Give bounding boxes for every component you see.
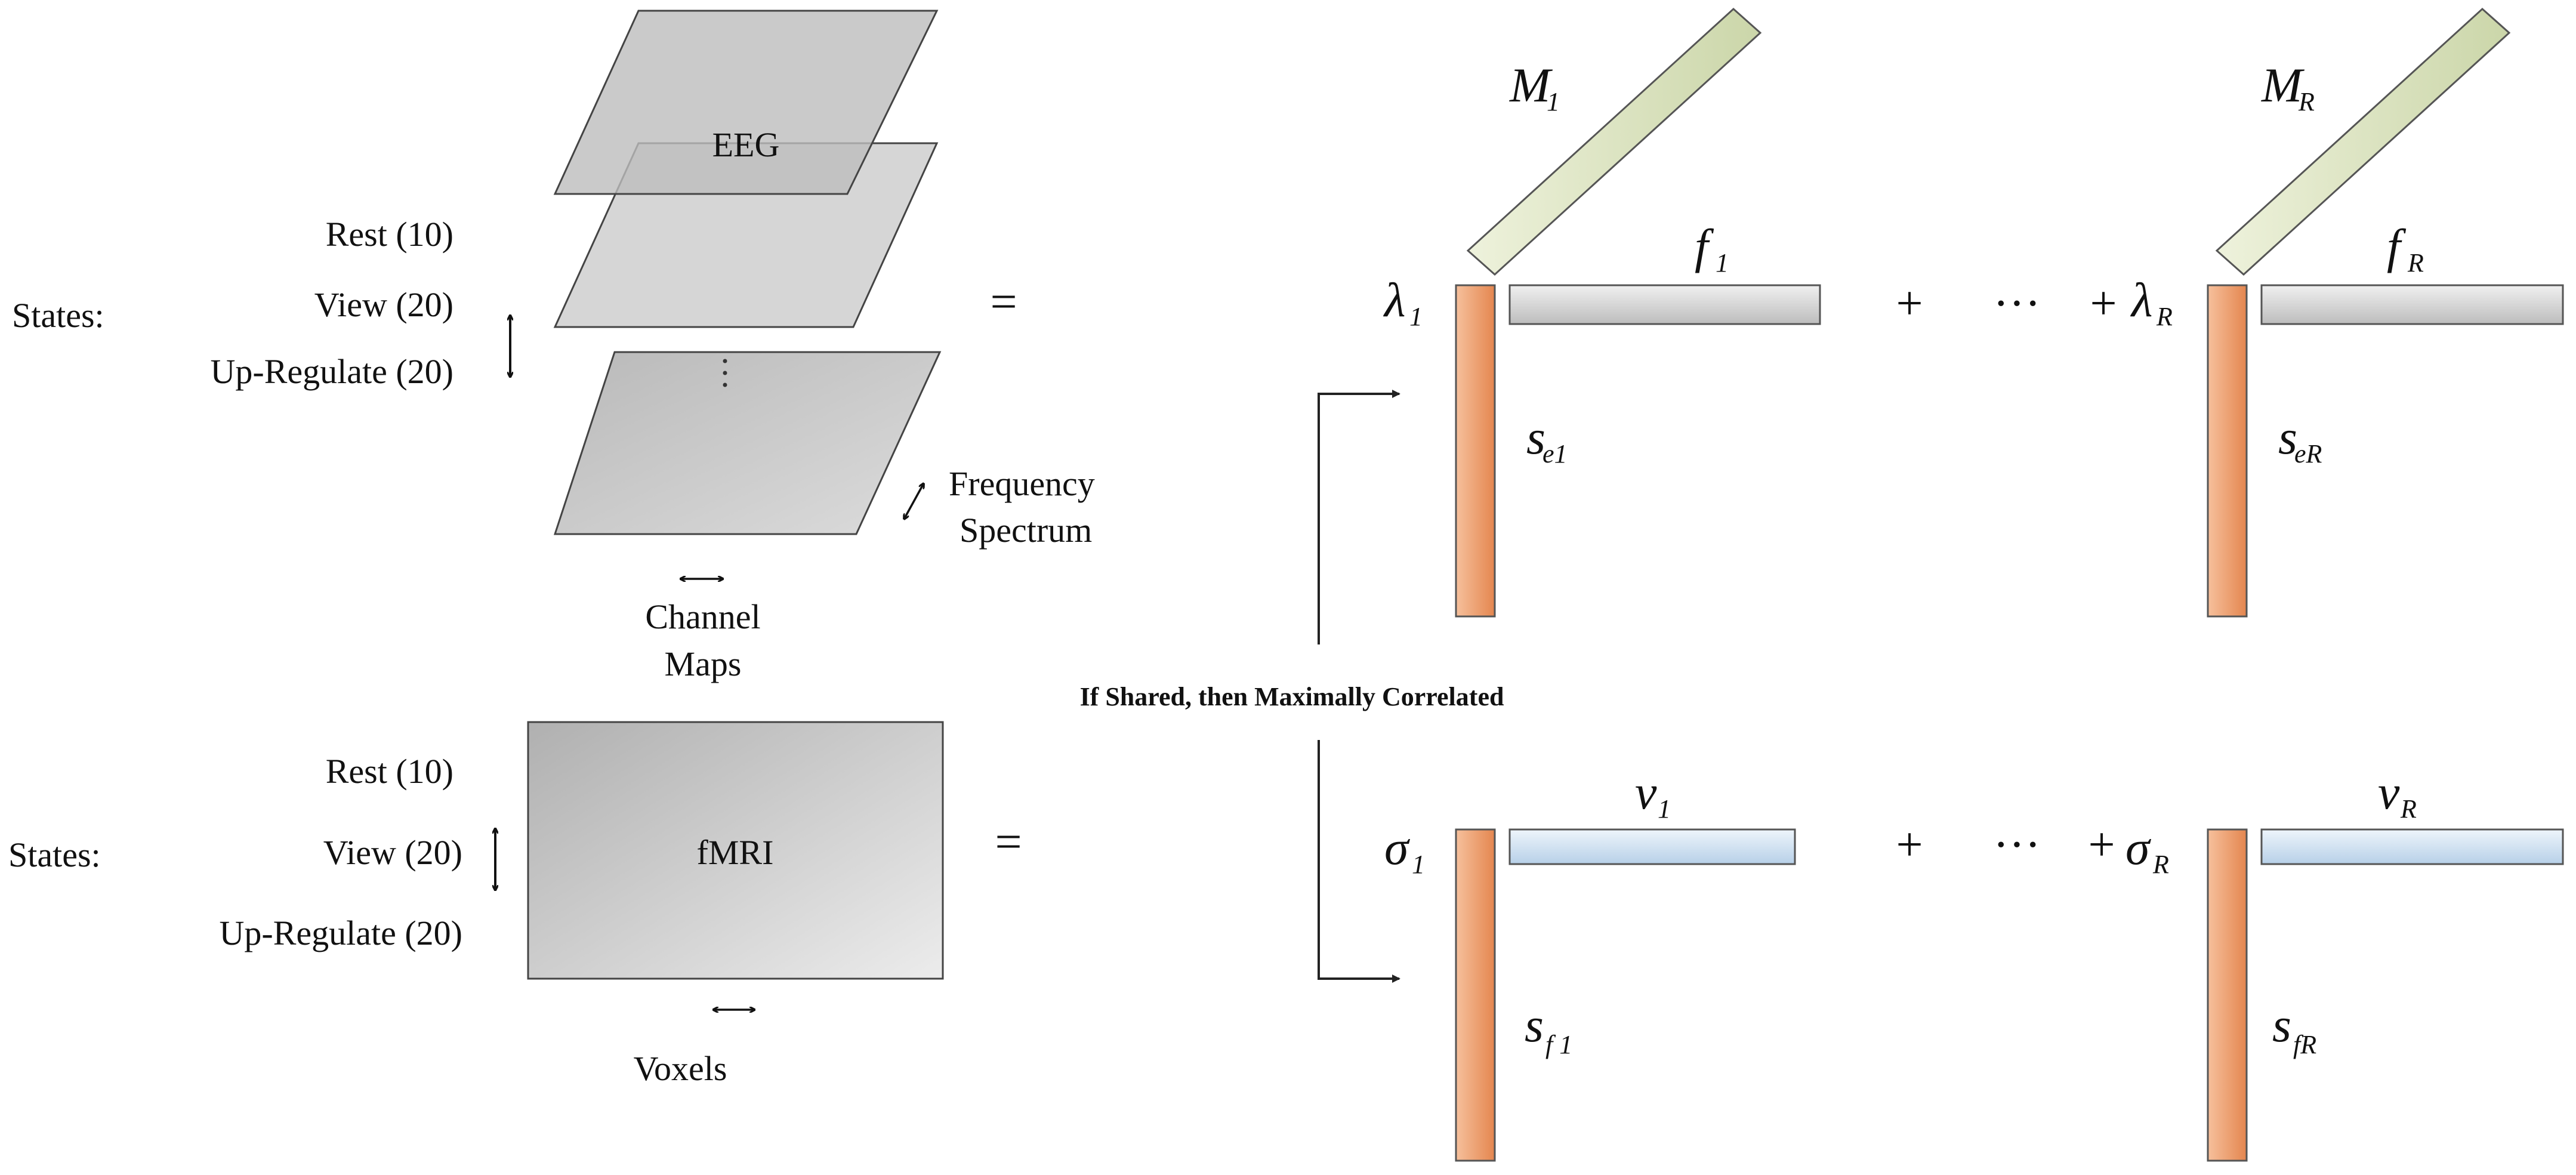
fmri-component-1: v 1 σ 1 s f 1 [1384, 765, 1796, 1162]
eeg-weight-symbol-r: λ [2130, 273, 2153, 327]
fmri-row-rest: Rest (10) [326, 752, 454, 791]
freq-bar-r [2260, 284, 2564, 325]
eeg-ellipsis: ··· [1993, 277, 2041, 330]
fmri-score-symbol-1: s [1525, 998, 1544, 1052]
channel-label-line2: Maps [665, 644, 742, 683]
eeg-stack-ellipsis-icon [723, 359, 727, 387]
fmri-weight-subscript-r: R [2152, 850, 2169, 879]
frequency-label-line2: Spectrum [960, 511, 1092, 550]
eeg-component-1: M 1 f 1 λ 1 s e1 [1383, 7, 1821, 618]
fmri-score-bar-1 [1455, 828, 1496, 1162]
fmri-equals-sign: = [995, 816, 1022, 868]
fmri-states-label: States: [8, 835, 101, 874]
eeg-score-symbol-1: s [1526, 410, 1545, 464]
fmri-component-r: v R σ R s fR [2125, 765, 2564, 1162]
frequency-label-line1: Frequency [949, 464, 1095, 503]
link-arrow-up [1318, 390, 1400, 644]
link-arrow-down [1318, 740, 1400, 983]
fmri-plus-1: + [1896, 819, 1923, 871]
fmri-plus-2: + [2088, 819, 2115, 871]
freq-bar-1 [1508, 284, 1821, 325]
fmri-score-subscript-r: fR [2293, 1030, 2316, 1059]
eeg-row-upregulate: Up-Regulate (20) [211, 352, 454, 391]
eeg-score-subscript-r: eR [2294, 439, 2322, 468]
freq-symbol-r: f [2387, 219, 2407, 273]
fmri-score-symbol-r: s [2272, 998, 2291, 1052]
spatial-symbol-1: M [1509, 58, 1553, 112]
eeg-weight-subscript-1: 1 [1409, 302, 1423, 331]
fmri-weight-subscript-1: 1 [1412, 850, 1425, 879]
spatial-subscript-1: 1 [1547, 87, 1560, 116]
fmri-weight-symbol-r: σ [2125, 821, 2152, 875]
eeg-row-view: View (20) [314, 285, 454, 324]
fmri-weight-symbol-1: σ [1384, 821, 1411, 875]
fmri-score-bar-r [2207, 828, 2248, 1162]
voxel-symbol-1: v [1635, 765, 1657, 819]
fmri-matrix-box [527, 721, 944, 980]
eeg-slab-bottom [553, 351, 942, 535]
eeg-score-bar-1 [1455, 284, 1496, 618]
spatial-subscript-r: R [2298, 87, 2315, 116]
link-label: If Shared, then Maximally Correlated [1080, 682, 1504, 711]
eeg-component-r: M R f R λ R s eR [2130, 7, 2564, 618]
voxel-bar-1 [1508, 828, 1796, 865]
eeg-slab-label: EEG [712, 125, 780, 164]
eeg-plus-1: + [1896, 277, 1923, 330]
freq-symbol-1: f [1695, 219, 1714, 273]
eeg-states-label: States: [12, 296, 104, 335]
eeg-tensor-group: Rest (10) View (20) Up-Regulate (20) Sta… [12, 10, 1095, 683]
shared-link-group: If Shared, then Maximally Correlated [1080, 390, 1504, 983]
spatial-map-bar-r [2215, 7, 2511, 276]
eeg-equals-sign: = [990, 276, 1017, 328]
fmri-row-upregulate: Up-Regulate (20) [220, 914, 462, 952]
eeg-plus-2: + [2090, 277, 2117, 330]
eeg-row-rest: Rest (10) [326, 215, 454, 254]
voxel-symbol-r: v [2378, 765, 2400, 819]
fmri-row-view: View (20) [323, 833, 462, 872]
fmri-ellipsis: ··· [1993, 819, 2041, 871]
fmri-score-subscript-1: f 1 [1545, 1030, 1572, 1059]
eeg-score-symbol-r: s [2278, 410, 2297, 464]
freq-subscript-r: R [2407, 248, 2424, 277]
eeg-score-bar-r [2207, 284, 2248, 618]
eeg-weight-subscript-r: R [2156, 302, 2173, 331]
eeg-weight-symbol-1: λ [1383, 273, 1406, 327]
eeg-score-subscript-1: e1 [1542, 439, 1568, 468]
fmri-box-label: fMRI [697, 833, 774, 872]
voxel-subscript-1: 1 [1658, 794, 1671, 824]
freq-subscript-1: 1 [1716, 248, 1729, 277]
voxels-label: Voxels [634, 1049, 727, 1088]
channel-label-line1: Channel [645, 597, 760, 636]
spatial-map-bar-1 [1466, 7, 1762, 276]
eeg-slab-top [553, 10, 939, 195]
spatial-symbol-r: M [2261, 58, 2305, 112]
voxel-bar-r [2260, 828, 2564, 865]
fmri-matrix-group: Rest (10) View (20) Up-Regulate (20) Sta… [8, 721, 1022, 1088]
voxel-subscript-r: R [2400, 794, 2417, 824]
frequency-arrow-icon [904, 483, 924, 519]
